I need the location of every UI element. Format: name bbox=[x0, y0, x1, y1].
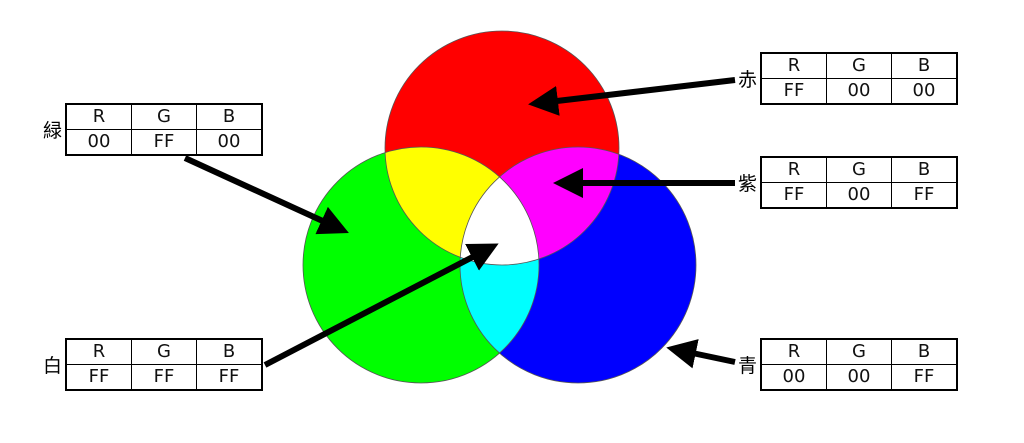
value-r: FF bbox=[760, 78, 827, 105]
header-r: R bbox=[65, 103, 132, 130]
value-g: 00 bbox=[826, 182, 892, 209]
arrow-red bbox=[528, 77, 736, 116]
header-g: G bbox=[131, 338, 197, 365]
value-b: 00 bbox=[196, 129, 263, 156]
header-r: R bbox=[760, 52, 827, 79]
header-b: B bbox=[891, 52, 958, 79]
arrow-green bbox=[183, 155, 349, 235]
value-g: 00 bbox=[826, 364, 892, 391]
label-green: 緑 bbox=[42, 120, 62, 142]
header-g: G bbox=[131, 103, 197, 130]
arrow-blue bbox=[666, 339, 736, 369]
value-g: 00 bbox=[826, 78, 892, 105]
header-r: R bbox=[65, 338, 132, 365]
value-g: FF bbox=[131, 364, 197, 391]
value-g: FF bbox=[131, 129, 197, 156]
header-r: R bbox=[760, 338, 827, 365]
header-g: G bbox=[826, 52, 892, 79]
header-b: B bbox=[196, 103, 263, 130]
header-r: R bbox=[760, 156, 827, 183]
label-white: 白 bbox=[42, 355, 62, 377]
value-b: 00 bbox=[891, 78, 958, 105]
label-red: 赤 bbox=[737, 69, 757, 91]
header-b: B bbox=[891, 338, 958, 365]
value-b: FF bbox=[891, 182, 958, 209]
arrow-white bbox=[263, 243, 499, 368]
value-r: FF bbox=[760, 182, 827, 209]
value-r: FF bbox=[65, 364, 132, 391]
header-b: B bbox=[196, 338, 263, 365]
value-r: 00 bbox=[760, 364, 827, 391]
label-purple: 紫 bbox=[737, 173, 757, 195]
header-g: G bbox=[826, 156, 892, 183]
header-b: B bbox=[891, 156, 958, 183]
header-g: G bbox=[826, 338, 892, 365]
blue-circle bbox=[460, 147, 696, 383]
value-b: FF bbox=[891, 364, 958, 391]
label-blue: 青 bbox=[737, 355, 757, 377]
value-r: 00 bbox=[65, 129, 132, 156]
value-b: FF bbox=[196, 364, 263, 391]
